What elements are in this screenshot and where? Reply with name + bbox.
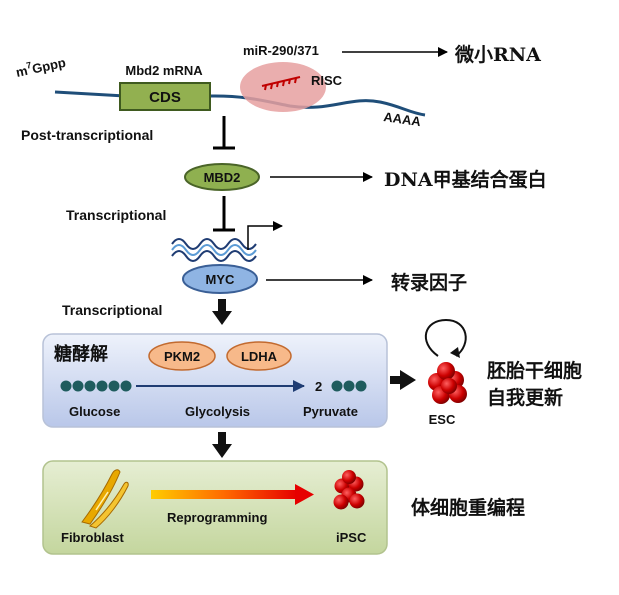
pyruvate-count: 2: [315, 379, 322, 394]
transcription-start-arrow: [247, 221, 283, 250]
ipsc-label: iPSC: [336, 530, 367, 545]
glucose-label: Glucose: [69, 404, 120, 419]
inhibition-bar-2: [213, 196, 235, 232]
myc-node: [182, 264, 258, 294]
reprogramming-label: Reprogramming: [167, 510, 267, 525]
risc-complex: [240, 62, 326, 112]
self-renewal-loop-icon: [424, 318, 467, 357]
cds-box: [119, 82, 211, 111]
glycolysis-box: 糖酵解 PKM2 LDHA 2 Glucose Glycolysis Pyruv…: [42, 333, 388, 428]
post-transcriptional-label: Post-transcriptional: [21, 127, 153, 143]
glucose-beads: [60, 380, 132, 392]
cds-label: CDS: [149, 89, 181, 106]
transcriptional-label-1: Transcriptional: [66, 207, 166, 223]
inhibition-bar-1: [213, 116, 235, 150]
enzyme-pkm2: [148, 341, 216, 371]
reprogramming-gradient-arrow: [151, 490, 297, 499]
esc-cn-line2: 自我更新: [487, 386, 563, 409]
glycolysis-cn-title: 糖酵解: [54, 343, 108, 365]
mbd2-label: MBD2: [204, 170, 241, 185]
esc-cn-line1: 胚胎干细胞: [486, 359, 582, 382]
microrna-cn-label: 微小RNA: [454, 43, 541, 66]
gene-label: Mbd2 mRNA: [125, 63, 203, 78]
pyruvate-beads: [331, 380, 367, 392]
mbd2-node: [184, 163, 260, 191]
dna-helix-icon: [171, 238, 257, 262]
mbd2-cn-label: DNA甲基结合蛋白: [384, 168, 547, 191]
cap-label: m7Gppp: [14, 53, 67, 80]
block-arrow-1: [212, 299, 232, 325]
enzyme-ldha: [226, 341, 292, 371]
transcriptional-label-2: Transcriptional: [62, 302, 162, 318]
enzyme-ldha-label: LDHA: [241, 349, 278, 364]
mirna-strand: [261, 76, 301, 91]
esc-cell-cluster-icon: [424, 318, 467, 404]
ipsc-cell-cluster-icon: [333, 470, 365, 510]
mrna-line: [54, 90, 426, 117]
glycolysis-label: Glycolysis: [185, 404, 250, 419]
reprogramming-box: Reprogramming Fibroblast iPSC: [42, 460, 388, 555]
block-arrow-to-esc: [390, 370, 416, 390]
esc-label: ESC: [429, 412, 456, 427]
mrna-structure: m7Gppp Mbd2 mRNA CDS RISC miR-290/371 微小…: [14, 43, 542, 129]
fibroblast-icon: [81, 469, 129, 529]
block-arrow-2: [212, 432, 232, 458]
enzyme-pkm2-label: PKM2: [164, 349, 200, 364]
reprogramming-arrow-head: [295, 484, 314, 505]
reprogramming-cn-label: 体细胞重编程: [411, 496, 525, 519]
fibroblast-label: Fibroblast: [61, 530, 125, 545]
risc-label: RISC: [311, 73, 343, 88]
myc-label: MYC: [206, 272, 236, 287]
myc-cn-label: 转录因子: [391, 271, 467, 294]
pyruvate-label: Pyruvate: [303, 404, 358, 419]
mir-label: miR-290/371: [243, 43, 319, 58]
polya-label: AAAA: [383, 109, 423, 129]
